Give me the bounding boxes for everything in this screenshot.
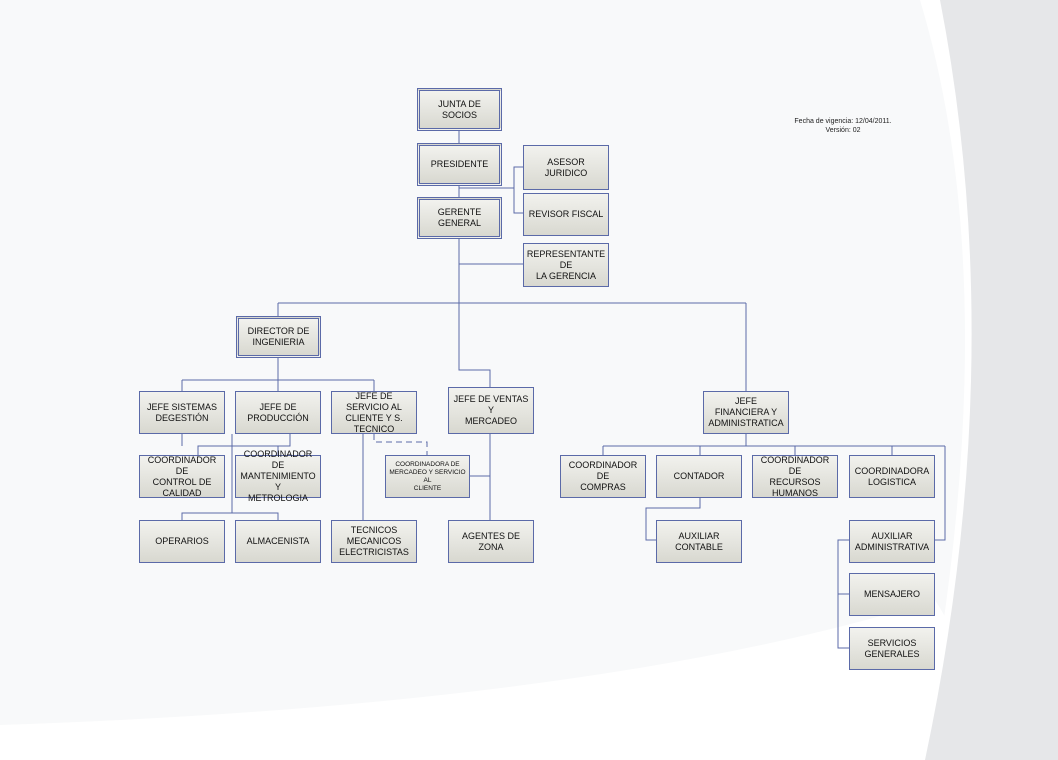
version-info: Fecha de vigencia: 12/04/2011. Versión: … bbox=[780, 117, 906, 135]
effective-date: Fecha de vigencia: 12/04/2011. bbox=[794, 118, 892, 125]
node-representante-gerencia: REPRESENTANTE DE LA GERENCIA bbox=[523, 243, 609, 287]
node-auxiliar-administrativa: AUXILIAR ADMINISTRATIVA bbox=[849, 520, 935, 563]
node-jefe-produccion: JEFE DE PRODUCCIÓN bbox=[235, 391, 321, 434]
node-jefe-financiera: JEFE FINANCIERA Y ADMINISTRATICA bbox=[703, 391, 789, 434]
node-jefe-ventas: JEFE DE VENTAS Y MERCADEO bbox=[448, 387, 534, 434]
node-auxiliar-contable: AUXILIAR CONTABLE bbox=[656, 520, 742, 563]
node-agentes-zona: AGENTES DE ZONA bbox=[448, 520, 534, 563]
node-presidente: PRESIDENTE bbox=[417, 143, 502, 186]
node-servicios-generales: SERVICIOS GENERALES bbox=[849, 627, 935, 670]
node-asesor-juridico: ASESOR JURIDICO bbox=[523, 145, 609, 190]
node-jefe-servicio: JEFE DE SERVICIO AL CLIENTE Y S. TECNICO bbox=[331, 391, 417, 434]
node-contador: CONTADOR bbox=[656, 455, 742, 498]
node-mensajero: MENSAJERO bbox=[849, 573, 935, 616]
node-coord-calidad: COORDINADOR DE CONTROL DE CALIDAD bbox=[139, 455, 225, 498]
node-operarios: OPERARIOS bbox=[139, 520, 225, 563]
node-junta-de-socios: JUNTA DE SOCIOS bbox=[417, 88, 502, 131]
node-coord-logistica: COORDINADORA LOGISTICA bbox=[849, 455, 935, 498]
version-number: Versión: 02 bbox=[825, 127, 861, 134]
node-tecnicos: TECNICOS MECANICOS ELECTRICISTAS bbox=[331, 520, 417, 563]
node-revisor-fiscal: REVISOR FISCAL bbox=[523, 193, 609, 236]
node-jefe-sistemas: JEFE SISTEMAS DEGESTIÓN bbox=[139, 391, 225, 434]
node-gerente-general: GERENTE GENERAL bbox=[417, 197, 502, 239]
node-coord-mercadeo: COORDINADORA DE MERCADEO Y SERVICIO AL C… bbox=[385, 455, 470, 498]
node-director-ingenieria: DIRECTOR DE INGENIERIA bbox=[236, 316, 321, 358]
node-almacenista: ALMACENISTA bbox=[235, 520, 321, 563]
node-coord-rrhh: COORDINADOR DE RECURSOS HUMANOS bbox=[752, 455, 838, 498]
node-coord-mantenimiento: COORDINADOR DE MANTENIMIENTO Y METROLOGI… bbox=[235, 449, 321, 503]
node-coord-compras: COORDINADOR DE COMPRAS bbox=[560, 455, 646, 498]
